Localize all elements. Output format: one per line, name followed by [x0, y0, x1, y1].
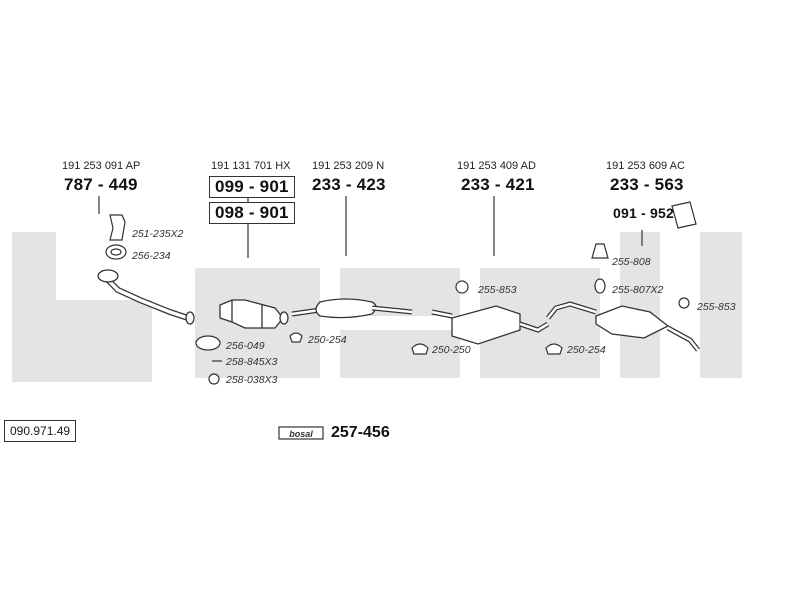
- clamp-250-254-icon: [289, 332, 303, 343]
- part-258-845: 258-845X3: [226, 356, 278, 368]
- part-number-2b: 098 - 901: [209, 202, 295, 224]
- oem-number-2: 191 131 701 HX: [211, 160, 291, 172]
- part-255-853a: 255-853: [478, 284, 517, 296]
- clamp-250-254b-icon: [545, 343, 563, 355]
- part-258-038: 258-038X3: [226, 374, 278, 386]
- bosal-box-icon: [278, 426, 324, 440]
- part-255-808: 255-808: [612, 256, 651, 268]
- part-250-250: 250-250: [432, 344, 471, 356]
- ring-255-853-icon: [455, 280, 469, 294]
- part-number-1: 787 - 449: [64, 175, 138, 194]
- part-250-254a: 250-254: [308, 334, 347, 346]
- page-number: 090.971.49: [4, 420, 77, 442]
- part-number-5: 233 - 563: [610, 175, 684, 194]
- front-pipe: [97, 269, 195, 325]
- nut-icon: [208, 373, 220, 385]
- rear-silencer: [546, 301, 700, 352]
- part-251-235: 251-235X2: [132, 228, 184, 240]
- oem-number-3: 191 253 209 N: [312, 160, 385, 172]
- part-number-extra: 091 - 952: [613, 205, 674, 221]
- part-number-2: 099 - 901: [209, 176, 295, 198]
- clamp-icon: [109, 214, 126, 241]
- oem-number-5: 191 253 609 AC: [606, 160, 685, 172]
- part-number-4: 233 - 421: [461, 175, 535, 194]
- gasket-256-049-icon: [195, 335, 221, 351]
- hanger-255-808-icon: [591, 243, 609, 259]
- svg-text:bosal: bosal: [289, 429, 313, 439]
- heat-shield-icon: [671, 201, 697, 229]
- clamp-250-250-icon: [411, 343, 429, 355]
- part-number-3: 233 - 423: [312, 175, 386, 194]
- part-250-254b: 250-254: [567, 344, 606, 356]
- catalytic-converter: [219, 299, 289, 329]
- part-256-234: 256-234: [132, 250, 171, 262]
- hanger-255-807-icon: [594, 278, 606, 294]
- oem-number-1: 191 253 091 AP: [62, 160, 141, 172]
- ring-255-853b-icon: [678, 297, 690, 309]
- rear-middle-silencer: [431, 305, 550, 345]
- part-255-853b: 255-853: [697, 301, 736, 313]
- bottom-part-number: 257-456: [331, 424, 390, 441]
- oem-number-4: 191 253 409 AD: [457, 160, 536, 172]
- middle-silencer: [291, 298, 413, 319]
- part-255-807: 255-807X2: [612, 284, 664, 296]
- part-256-049: 256-049: [226, 340, 265, 352]
